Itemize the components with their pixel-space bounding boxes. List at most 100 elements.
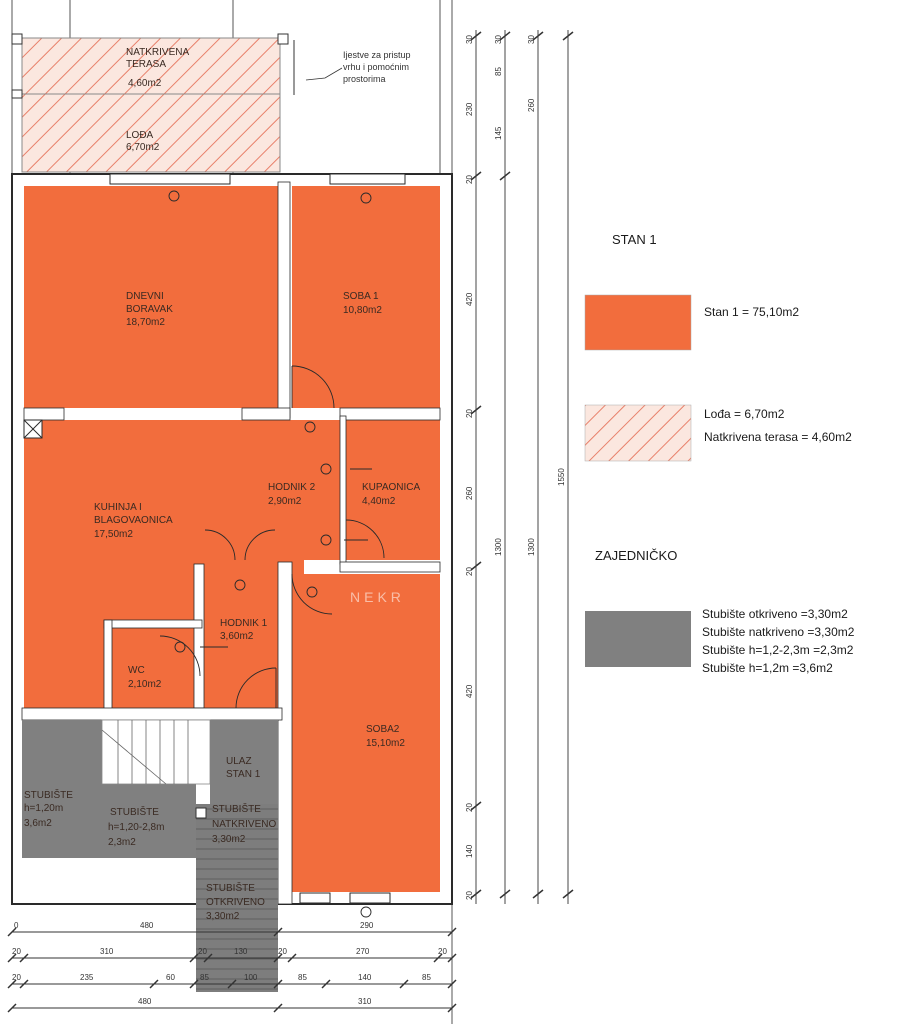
room-wc (110, 628, 196, 708)
label-living-name-1: DNEVNI (126, 291, 164, 302)
legend-terrace-text: Natkrivena terasa = 4,60m2 (704, 430, 852, 444)
svg-text:85: 85 (298, 973, 307, 982)
svg-text:85: 85 (200, 973, 209, 982)
legend-swatch-loggia (584, 404, 692, 462)
legend-common-item-2: Stubište natkriveno =3,30m2 (702, 625, 855, 639)
stair-steps-white (101, 719, 211, 785)
label-stair-low-1: STUBIŠTE (24, 788, 73, 801)
svg-text:130: 130 (234, 947, 248, 956)
vertical-dimensions (470, 30, 574, 904)
stair-step-lines (101, 720, 189, 785)
interior-walls (21, 181, 441, 905)
terrace-post-right (277, 33, 289, 45)
room-living (24, 186, 278, 408)
svg-text:480: 480 (138, 997, 152, 1006)
terrace-post-left (11, 33, 23, 45)
ladder-annotation: Ijestve za pristup vrhu i pomoćnim prost… (305, 50, 411, 84)
label-entrance-1: ULAZ (226, 756, 252, 767)
label-stair-open-2: OTKRIVENO (206, 897, 265, 908)
label-terrace-line2: TERASA (126, 59, 166, 70)
svg-text:140: 140 (465, 844, 474, 858)
svg-text:310: 310 (100, 947, 114, 956)
annotation-line3: prostorima (343, 74, 386, 84)
watermark: NEKR (350, 589, 405, 605)
svg-text:310: 310 (358, 997, 372, 1006)
label-soba2-area: 15,10m2 (366, 738, 405, 749)
svg-text:480: 480 (140, 921, 154, 930)
stair-open (196, 856, 278, 992)
label-loggia-area: 6,70m2 (126, 142, 160, 153)
label-terrace-area: 4,60m2 (128, 78, 162, 89)
label-living-name-2: BORAVAK (126, 304, 173, 315)
svg-text:20: 20 (465, 803, 474, 812)
label-stair-low-area: 3,6m2 (24, 818, 52, 829)
svg-text:20: 20 (278, 947, 287, 956)
svg-text:230: 230 (465, 102, 474, 116)
stair-landing (210, 720, 278, 804)
stair-h12-28 (102, 784, 196, 858)
svg-text:290: 290 (360, 921, 374, 930)
label-loggia-name: LOĐA (126, 130, 154, 141)
svg-text:260: 260 (465, 486, 474, 500)
label-hall1-name: HODNIK 1 (220, 618, 268, 629)
svg-text:20: 20 (465, 175, 474, 184)
stair-h12 (22, 720, 102, 858)
room-soba1 (292, 186, 440, 408)
label-kitchen-name-2: BLAGOVAONICA (94, 515, 173, 526)
loggia-area (21, 93, 281, 173)
label-wc-name: WC (128, 665, 145, 676)
label-stair-open-1: STUBIŠTE (206, 881, 255, 894)
windows (109, 173, 406, 904)
label-living-area: 18,70m2 (126, 317, 165, 328)
label-bath-area: 4,40m2 (362, 496, 396, 507)
svg-text:85: 85 (422, 973, 431, 982)
svg-text:420: 420 (465, 684, 474, 698)
svg-text:100: 100 (244, 973, 258, 982)
label-bath-name: KUPAONICA (362, 482, 420, 493)
stair-column (195, 807, 207, 819)
label-wc-area: 2,10m2 (128, 679, 162, 690)
label-stair-low-2: h=1,20m (24, 803, 63, 814)
svg-text:20: 20 (12, 947, 21, 956)
legend-common-title: ZAJEDNIČKO (595, 548, 677, 563)
shaft-cross-b (23, 419, 43, 439)
bottom-dim-labels: 0 480 290 20 310 20 130 20 270 20 20 235… (12, 921, 447, 1006)
svg-text:20: 20 (12, 973, 21, 982)
label-terrace-line1: NATKRIVENA (126, 47, 189, 58)
label-kitchen-name-1: KUHINJA I (94, 502, 142, 513)
svg-text:145: 145 (494, 126, 503, 140)
terrace-post-mid (11, 89, 23, 99)
annotation-line1: Ijestve za pristup (343, 50, 411, 60)
legend: STAN 1 Stan 1 = 75,10m2 Lođa = 6,70m2 Na… (584, 232, 855, 675)
svg-text:260: 260 (527, 98, 536, 112)
vertical-dim-labels: 30 230 20 420 20 260 20 420 20 140 20 30… (465, 35, 566, 900)
label-stair-open-area: 3,30m2 (206, 911, 240, 922)
legend-title: STAN 1 (612, 232, 657, 247)
svg-text:20: 20 (438, 947, 447, 956)
svg-text:270: 270 (356, 947, 370, 956)
label-stair-mid-2: h=1,20-2,8m (108, 822, 164, 833)
svg-text:20: 20 (465, 891, 474, 900)
room-bathroom (344, 420, 440, 560)
svg-text:20: 20 (465, 567, 474, 576)
svg-text:420: 420 (465, 292, 474, 306)
svg-text:30: 30 (465, 35, 474, 44)
svg-text:30: 30 (527, 35, 536, 44)
legend-swatch-common (585, 611, 691, 667)
annotation-line2: vrhu i pomoćnim (343, 62, 409, 72)
svg-text:235: 235 (80, 973, 94, 982)
svg-text:20: 20 (198, 947, 207, 956)
legend-swatch-apartment (584, 294, 692, 351)
stair-covered (196, 804, 278, 856)
svg-text:1550: 1550 (557, 468, 566, 486)
legend-common-item-1: Stubište otkriveno =3,30m2 (702, 607, 848, 621)
legend-apartment-text: Stan 1 = 75,10m2 (704, 305, 799, 319)
svg-text:85: 85 (494, 67, 503, 76)
legend-common-item-3: Stubište h=1,2-2,3m =2,3m2 (702, 643, 854, 657)
legend-loggia-text: Lođa = 6,70m2 (704, 407, 785, 421)
room-soba2 (292, 574, 440, 892)
svg-text:1300: 1300 (494, 538, 503, 556)
svg-text:30: 30 (494, 35, 503, 44)
